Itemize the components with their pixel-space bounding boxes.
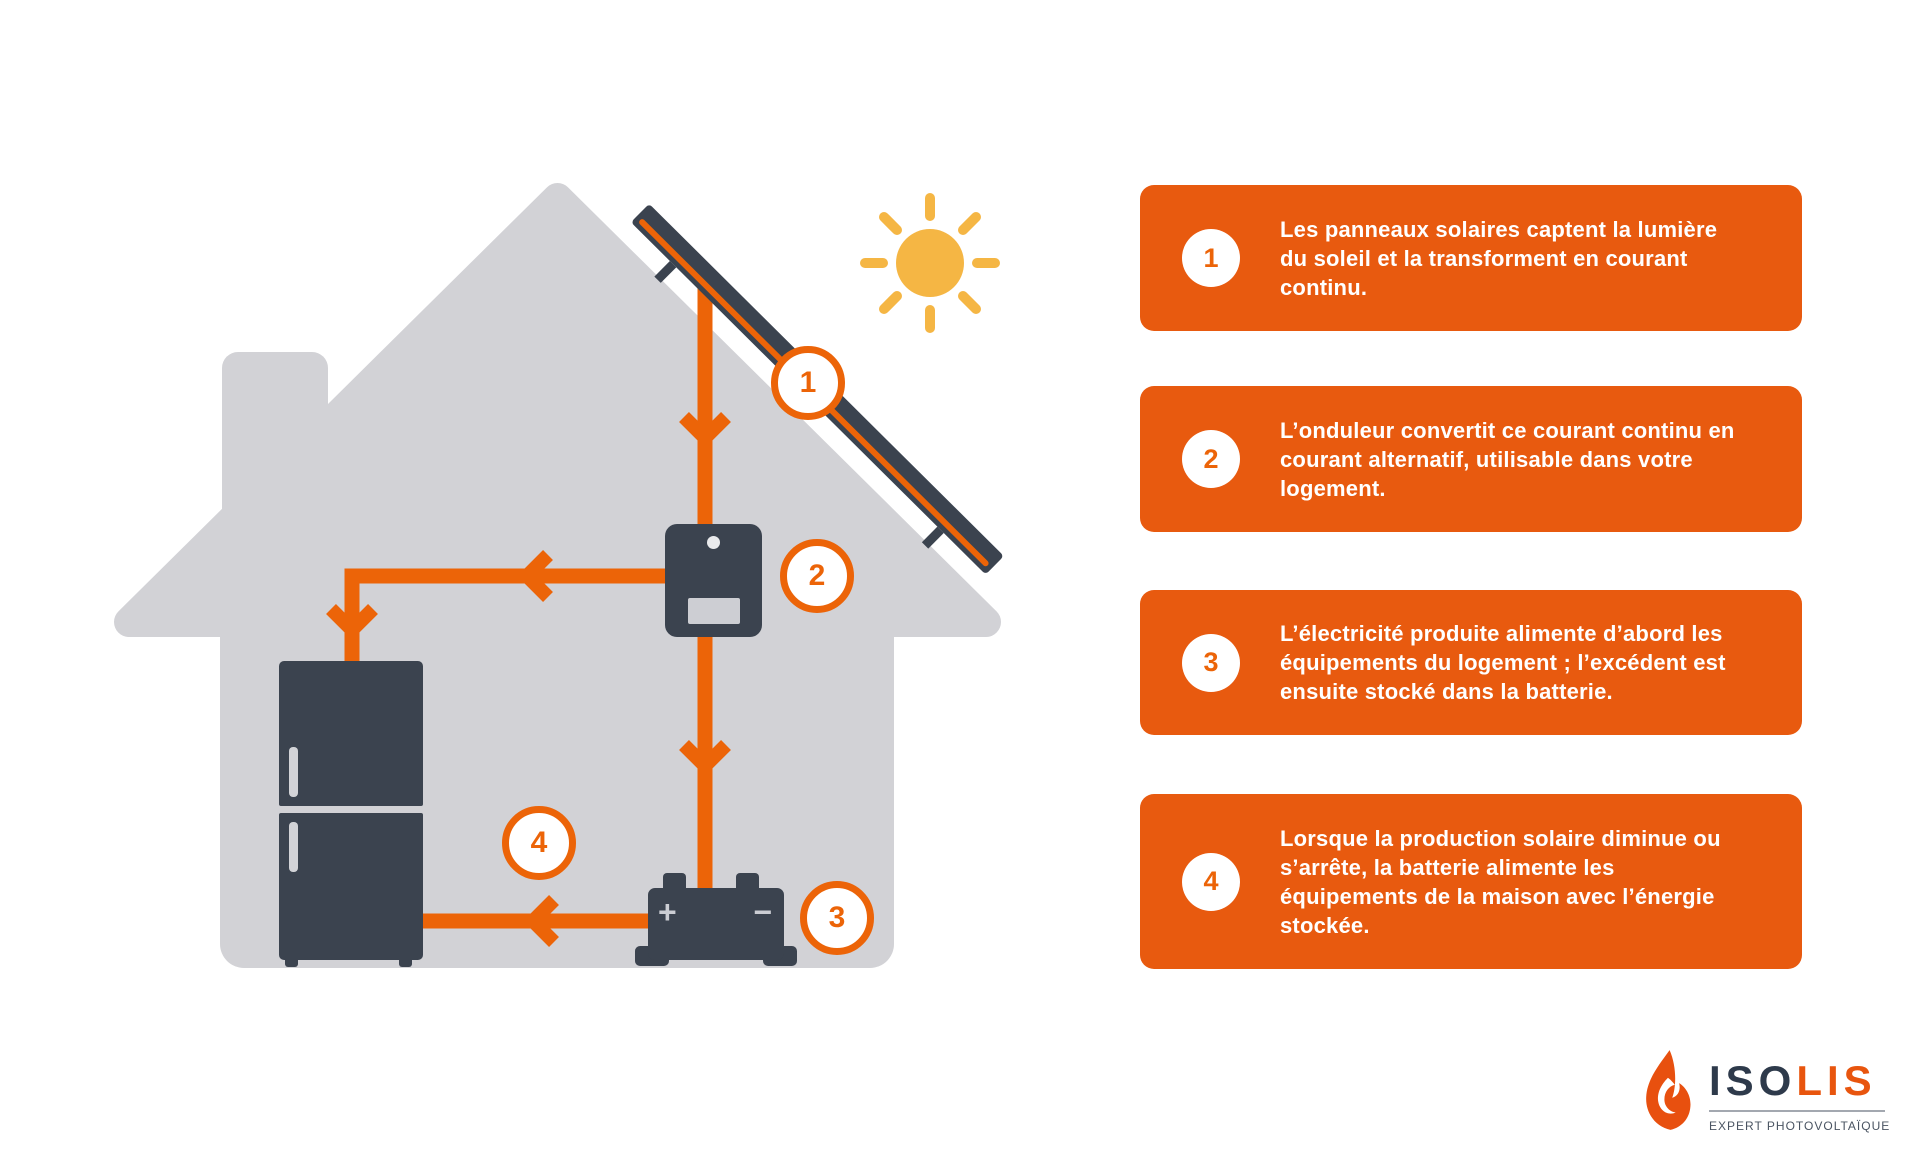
fridge-foot bbox=[285, 958, 298, 967]
step-marker-4: 4 bbox=[502, 806, 576, 880]
step-text-line: équipements de la maison avec l’énergie bbox=[1280, 883, 1715, 909]
step-badge-1: 1 bbox=[1182, 229, 1240, 287]
fridge-handle bbox=[289, 747, 298, 797]
brand-name-primary: ISO bbox=[1709, 1057, 1797, 1104]
step-card-3: 3 L’électricité produite alimente d’abor… bbox=[1140, 590, 1802, 735]
step-card-4: 4 Lorsque la production solaire diminue … bbox=[1140, 794, 1802, 969]
fridge-handle bbox=[289, 822, 298, 872]
flame-icon bbox=[1646, 1050, 1691, 1130]
step-text-line: stockée. bbox=[1280, 912, 1370, 938]
brand-tagline: EXPERT PHOTOVOLTAÏQUE bbox=[1709, 1119, 1891, 1133]
arrow-down-1 bbox=[679, 412, 731, 448]
badge-number: 3 bbox=[1203, 647, 1219, 677]
battery-minus-sign: − bbox=[753, 894, 772, 931]
step-badge-3: 3 bbox=[1182, 633, 1240, 692]
step-text-4: Lorsque la production solaire diminue ou… bbox=[1280, 824, 1721, 940]
badge-number: 4 bbox=[1203, 866, 1219, 896]
brand-logo: ISOLIS EXPERT PHOTOVOLTAÏQUE bbox=[1641, 1046, 1890, 1134]
step-card-1: 1 Les panneaux solaires captent la lumiè… bbox=[1140, 185, 1802, 331]
arrow-left-2 bbox=[523, 895, 559, 947]
battery-icon: + − bbox=[630, 870, 802, 970]
step-text-3: L’électricité produite alimente d’abord … bbox=[1280, 619, 1726, 706]
step-text-line: ensuite stocké dans la batterie. bbox=[1280, 679, 1613, 704]
step-badge-2: 2 bbox=[1182, 430, 1240, 488]
step-text-line: équipements du logement ; l’excédent est bbox=[1280, 650, 1726, 675]
inverter-icon bbox=[665, 524, 762, 637]
step-text-line: continu. bbox=[1280, 274, 1368, 300]
step-text-2: L’onduleur convertit ce courant continu … bbox=[1280, 416, 1735, 503]
step-text-line: Les panneaux solaires captent la lumière bbox=[1280, 216, 1718, 242]
badge-number: 1 bbox=[1203, 242, 1219, 273]
step-marker-3: 3 bbox=[800, 881, 874, 955]
arrow-left-1 bbox=[517, 550, 553, 602]
brand-text: ISOLIS EXPERT PHOTOVOLTAÏQUE bbox=[1709, 1046, 1890, 1133]
step-card-2: 2 L’onduleur convertit ce courant contin… bbox=[1140, 386, 1802, 532]
step-text-line: du soleil et la transforment en courant bbox=[1280, 245, 1688, 271]
fridge-top-door bbox=[279, 661, 423, 806]
step-text-line: logement. bbox=[1280, 475, 1386, 501]
arrow-down-2 bbox=[326, 604, 378, 640]
inverter-led bbox=[706, 536, 720, 549]
step-badge-4: 4 bbox=[1182, 852, 1240, 911]
fridge-foot bbox=[399, 958, 412, 967]
flow-inverter-to-fridge bbox=[344, 568, 702, 668]
step-text-line: L’onduleur convertit ce courant continu … bbox=[1280, 417, 1735, 443]
step-marker-number: 2 bbox=[808, 559, 826, 592]
inverter-display bbox=[687, 598, 740, 624]
step-marker-1: 1 bbox=[771, 346, 845, 420]
step-marker-number: 3 bbox=[828, 901, 846, 934]
arrow-down-3 bbox=[679, 740, 731, 776]
sun-icon bbox=[860, 193, 1000, 333]
step-text-line: courant alternatif, utilisable dans votr… bbox=[1280, 446, 1693, 472]
step-text-line: L’électricité produite alimente d’abord … bbox=[1280, 621, 1723, 646]
brand-name-secondary: LIS bbox=[1796, 1057, 1877, 1104]
brand-divider bbox=[1709, 1110, 1885, 1112]
house-roof bbox=[114, 183, 1001, 637]
brand-name: ISOLIS bbox=[1709, 1060, 1890, 1102]
fridge-icon bbox=[279, 661, 423, 968]
step-text-line: s’arrête, la batterie alimente les bbox=[1280, 854, 1615, 880]
badge-number: 2 bbox=[1203, 443, 1219, 474]
step-text-line: Lorsque la production solaire diminue ou bbox=[1280, 825, 1721, 851]
battery-body: + − bbox=[648, 888, 784, 960]
battery-plus-sign: + bbox=[658, 894, 677, 931]
step-text-1: Les panneaux solaires captent la lumière… bbox=[1280, 215, 1717, 302]
step-marker-number: 1 bbox=[799, 366, 817, 399]
step-marker-number: 4 bbox=[530, 826, 548, 859]
fridge-bottom-door bbox=[279, 813, 423, 960]
step-marker-2: 2 bbox=[780, 539, 854, 613]
